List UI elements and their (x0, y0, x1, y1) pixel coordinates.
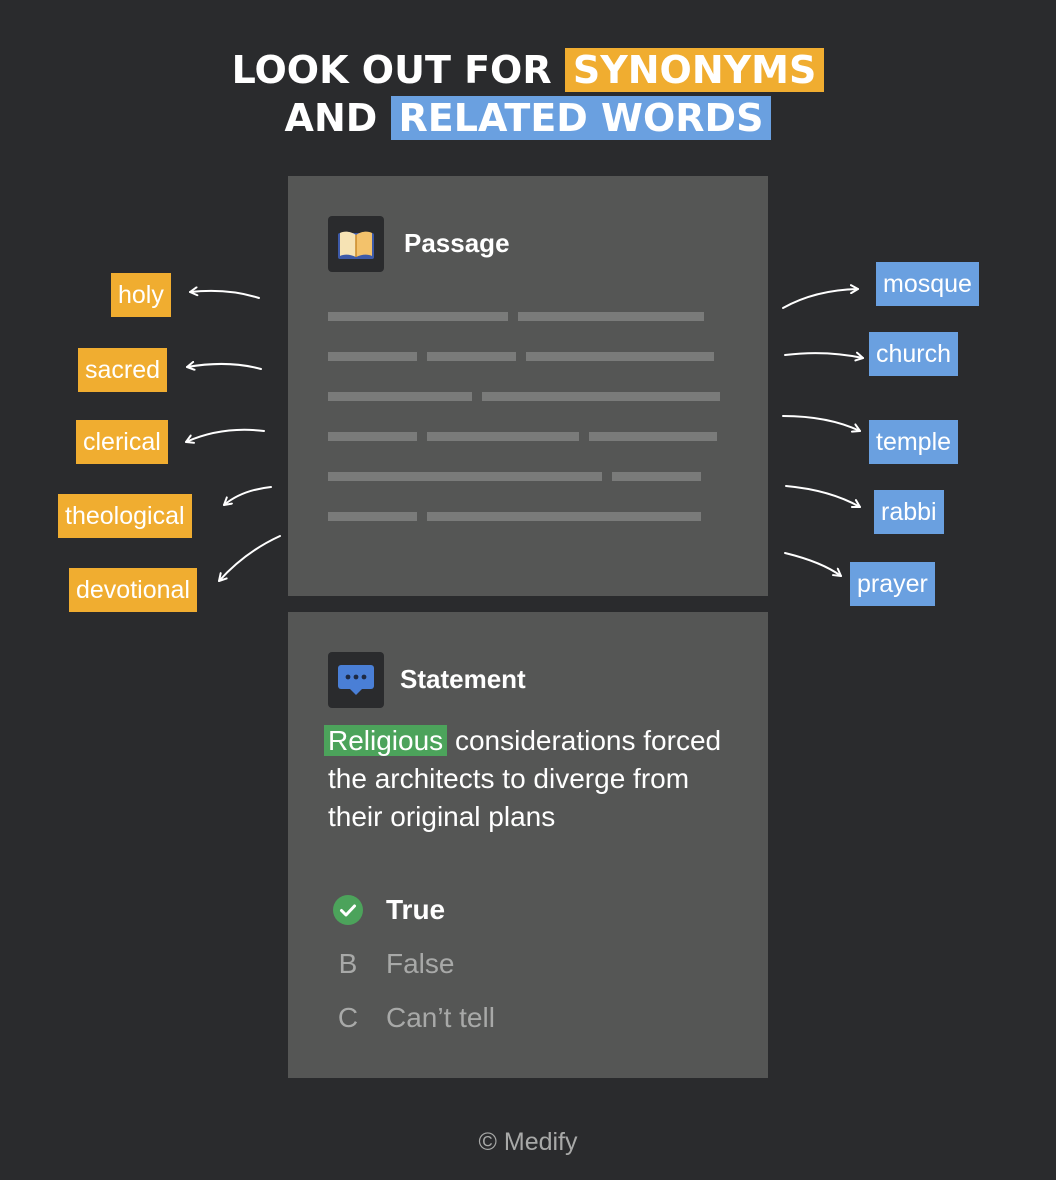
title-plain-1: LOOK OUT FOR (231, 48, 565, 92)
statement-panel: Statement Religious considerations force… (288, 612, 768, 1078)
arrow-to-temple (782, 415, 861, 433)
arrow-to-holy (189, 286, 260, 299)
text-line-placeholder (427, 512, 701, 521)
copyright-footer: © Medify (478, 1128, 578, 1156)
option-cant-tell[interactable]: C Can’t tell (328, 998, 495, 1038)
synonym-tag: sacred (78, 348, 168, 392)
option-marker: C (337, 1002, 359, 1033)
text-line-placeholder (612, 472, 701, 481)
text-line-placeholder (328, 312, 508, 321)
passage-heading: Passage (404, 228, 510, 258)
synonym-tag: clerical (76, 420, 168, 464)
text-line-placeholder (328, 352, 417, 361)
arrow-to-theological (223, 486, 272, 506)
option-true[interactable]: True (328, 890, 445, 930)
arrow-to-clerical (185, 428, 265, 444)
arrow-to-rabbi (785, 485, 861, 509)
option-false[interactable]: B False (328, 944, 455, 984)
text-line-placeholder (589, 432, 717, 441)
arrow-to-prayer (784, 552, 842, 577)
option-marker: B (338, 948, 358, 979)
text-line-placeholder (518, 312, 704, 321)
title-line-1: LOOK OUT FOR SYNONYMS (0, 48, 1056, 92)
option-label: False (386, 948, 455, 979)
check-circle-icon (328, 894, 368, 926)
title-line-2: AND RELATED WORDS (0, 96, 1056, 140)
synonym-tag: holy (111, 273, 171, 317)
text-line-placeholder (328, 472, 602, 481)
highlighted-keyword: Religious (324, 725, 448, 756)
statement-heading: Statement (400, 664, 526, 694)
passage-panel: Passage (288, 176, 768, 596)
arrow-to-sacred (186, 360, 262, 371)
related-word-tag: mosque (876, 262, 979, 306)
arrow-to-devotional (218, 535, 281, 582)
speech-bubble-icon (328, 652, 384, 708)
open-book-icon (328, 216, 384, 272)
related-word-tag: temple (869, 420, 959, 464)
statement-text: Religious considerations forced the arch… (324, 722, 748, 836)
statement-body: considerations forced the architects to … (328, 725, 722, 832)
title-plain-2: AND (284, 96, 391, 140)
title-highlight-synonyms: SYNONYMS (564, 48, 825, 92)
option-label: True (386, 894, 446, 925)
text-line-placeholder (427, 352, 516, 361)
text-line-placeholder (482, 392, 720, 401)
arrow-to-mosque (782, 284, 859, 309)
option-label: Can’t tell (386, 1002, 495, 1033)
title-highlight-related: RELATED WORDS (390, 96, 772, 140)
synonym-tag: devotional (69, 568, 197, 612)
text-line-placeholder (526, 352, 714, 361)
synonym-tag: theological (58, 494, 192, 538)
arrow-to-church (784, 351, 864, 362)
related-word-tag: rabbi (874, 490, 944, 534)
text-line-placeholder (328, 512, 417, 521)
text-line-placeholder (328, 432, 417, 441)
related-word-tag: church (869, 332, 959, 376)
text-line-placeholder (427, 432, 579, 441)
related-word-tag: prayer (850, 562, 935, 606)
text-line-placeholder (328, 392, 472, 401)
